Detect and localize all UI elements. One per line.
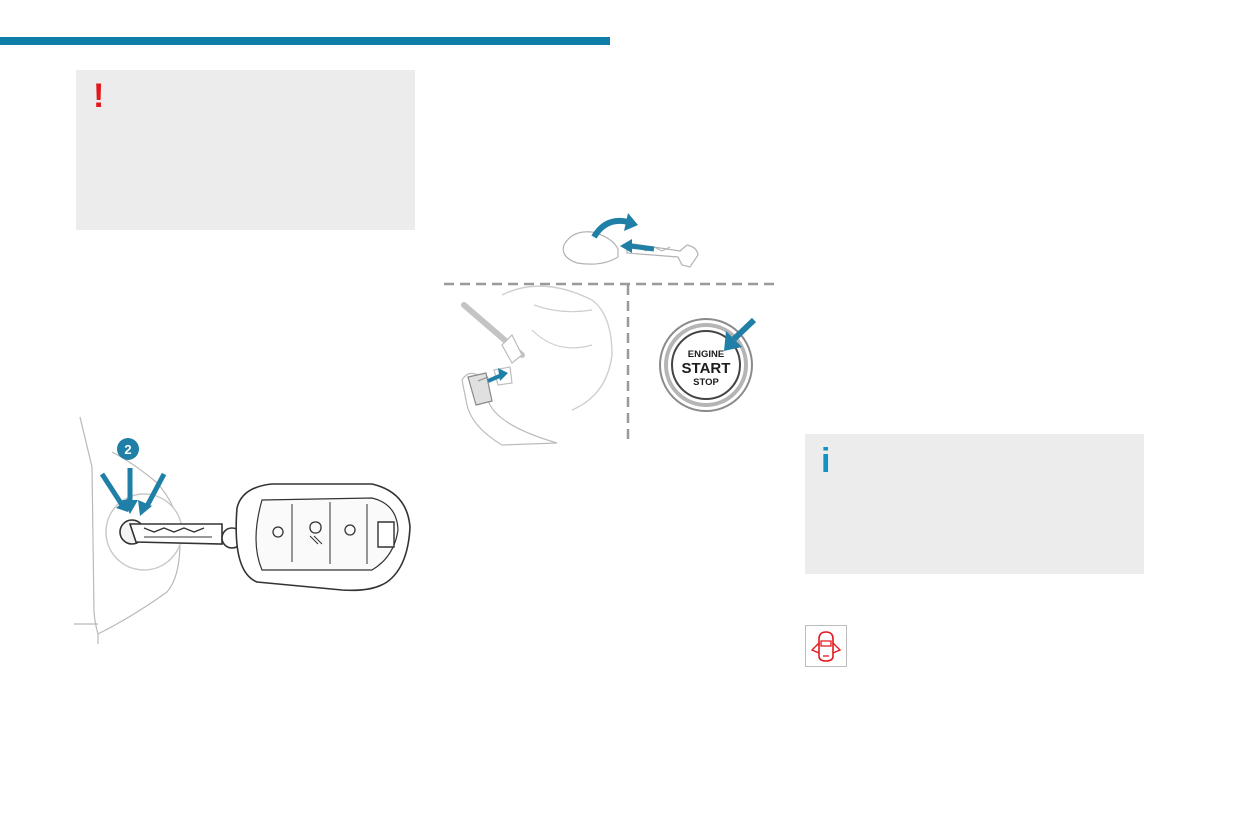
info-icon: i — [821, 442, 831, 480]
car-outline-icon — [810, 631, 842, 662]
door-open-warning-icon — [805, 625, 847, 667]
start-stop-illustration: ENGINE START STOP — [444, 213, 780, 446]
engine-button-line1: ENGINE — [688, 349, 724, 360]
step-badge: 2 — [124, 442, 131, 457]
warning-box — [76, 70, 415, 230]
key-ignition-illustration: 2 — [74, 416, 411, 644]
warning-exclamation-icon: ! — [93, 77, 105, 115]
engine-button-line3: STOP — [693, 377, 719, 388]
header-rule — [0, 37, 610, 45]
engine-button-line2: START — [682, 360, 731, 377]
info-box — [805, 434, 1144, 574]
